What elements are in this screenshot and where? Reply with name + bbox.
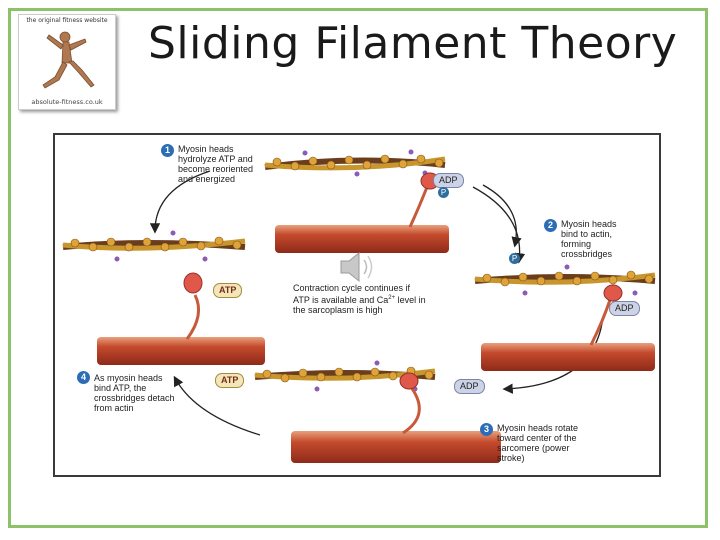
- step-2-text: Myosin heads bind to actin, forming cros…: [561, 219, 617, 259]
- step-3-badge: 3: [480, 423, 493, 436]
- atp-tag-bottom: ATP: [215, 373, 245, 388]
- step-1-badge: 1: [161, 144, 174, 157]
- actin-myosin-left: [62, 230, 265, 365]
- adp-tag-bottom: ADP: [454, 379, 485, 394]
- atp-tag-left: ATP: [213, 283, 243, 298]
- adp-tag-right: ADP: [609, 301, 640, 316]
- adp-tag-top: ADP: [433, 173, 464, 188]
- diagram-artwork: [62, 149, 656, 463]
- logo: the original fitness website absolute-fi…: [18, 14, 116, 110]
- actin-myosin-bottom: [254, 360, 501, 463]
- actin-myosin-right: [474, 264, 656, 371]
- step-1-text: Myosin heads hydrolyze ATP and become re…: [178, 144, 254, 184]
- step-4-badge: 4: [77, 371, 90, 384]
- logo-bottom-text: absolute-fitness.co.uk: [31, 98, 103, 106]
- step-3-text: Myosin heads rotate toward center of the…: [497, 423, 579, 463]
- step-4-text: As myosin heads bind ATP, the crossbridg…: [94, 373, 175, 413]
- slide-frame: [8, 8, 708, 528]
- runner-figure-icon: [42, 31, 95, 89]
- speaker-icon[interactable]: [337, 247, 381, 287]
- crossbridge-cycle-diagram: 1 Myosin heads hydrolyze ATP and become …: [53, 133, 661, 477]
- step-2-badge: 2: [544, 219, 557, 232]
- logo-top-text: the original fitness website: [26, 17, 108, 24]
- actin-myosin-top: [264, 149, 449, 253]
- cycle-condition-text: Contraction cycle continues if ATP is av…: [293, 283, 426, 315]
- slide-title: Sliding Filament Theory: [148, 18, 678, 69]
- phosphate-tag-top: P: [438, 187, 449, 198]
- phosphate-tag-right: P: [509, 253, 520, 264]
